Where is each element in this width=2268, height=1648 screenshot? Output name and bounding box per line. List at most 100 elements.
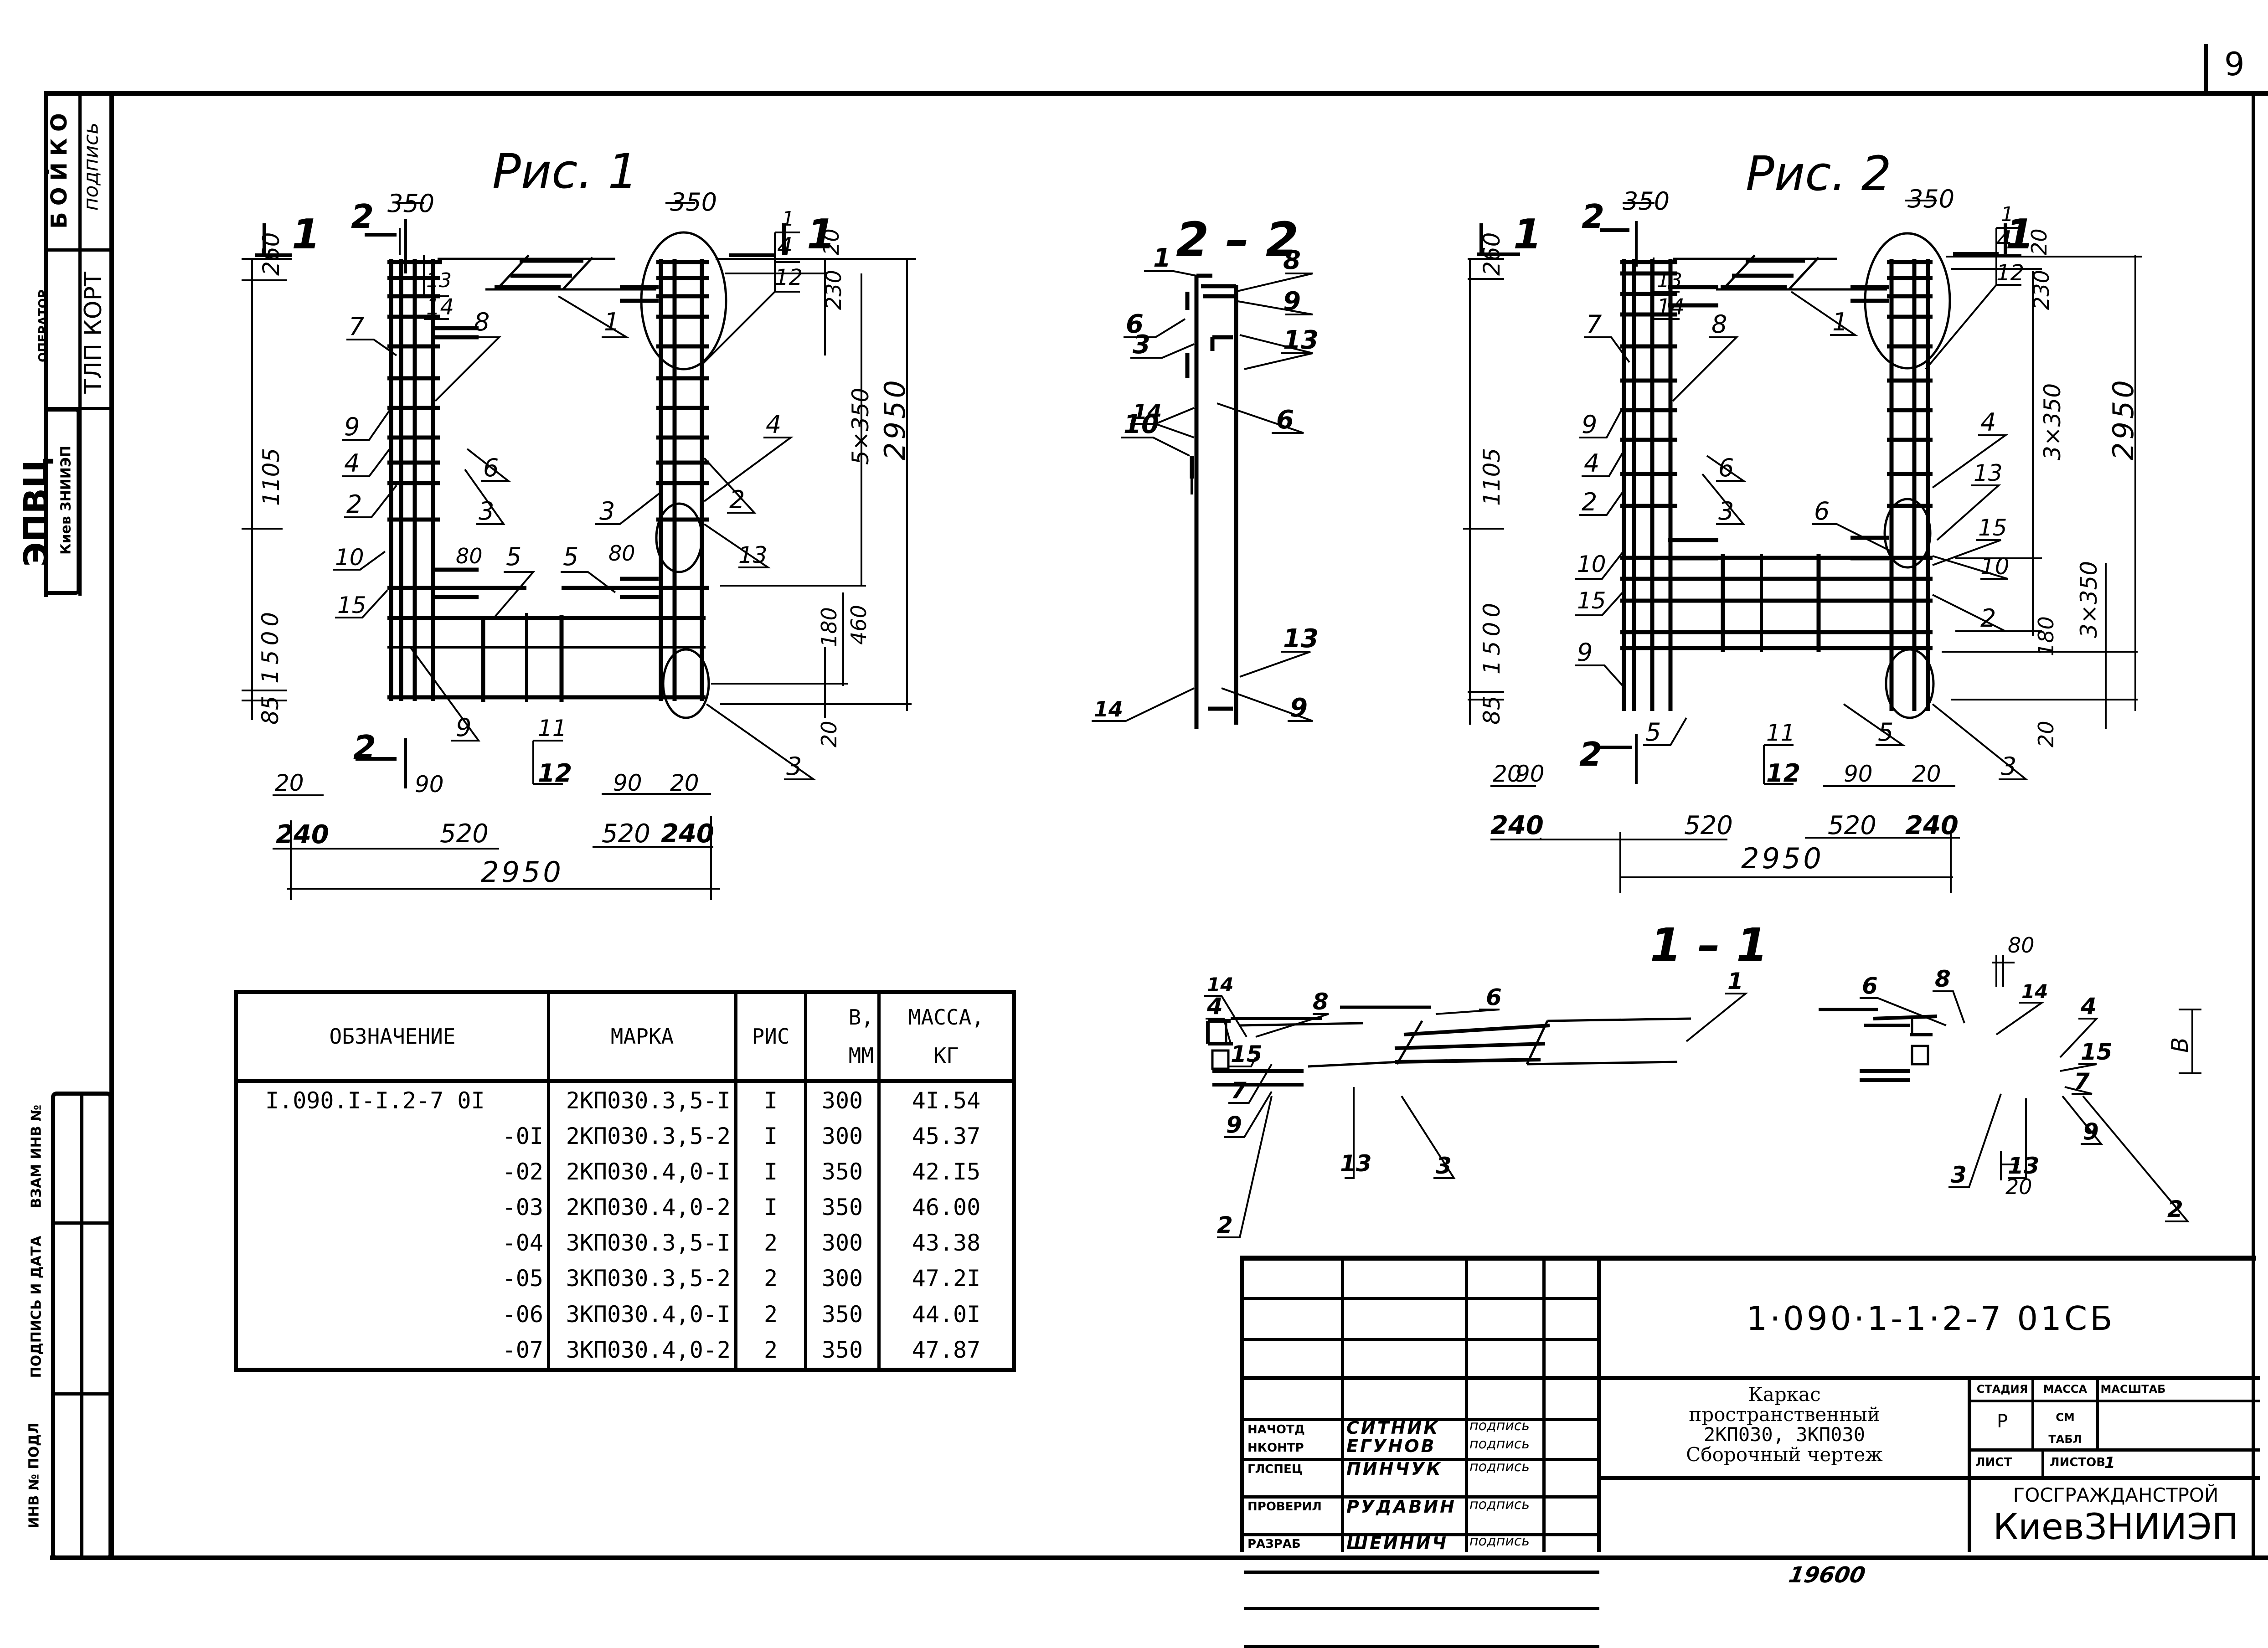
cell-mark: 2КП030.4,0-2: [547, 1190, 736, 1226]
mass-label: МАССА: [2043, 1383, 2088, 1396]
leader-line: [1763, 744, 1794, 785]
leader-line: [344, 484, 397, 518]
callout: 2: [1582, 488, 1597, 516]
dim-label: 3×350: [2076, 561, 2102, 638]
section-2-2-title: 2 – 2: [1176, 212, 1299, 268]
dim-label: 180: [817, 607, 841, 647]
leader-line: [1925, 227, 2021, 370]
callout: 15: [2081, 1039, 2113, 1065]
dim-label: 350: [1623, 187, 1670, 216]
callout: 8: [1283, 246, 1301, 275]
dim-label: 350: [670, 188, 717, 216]
leader-line: [1228, 1057, 1257, 1067]
callout: 5: [506, 542, 521, 571]
callout: 15: [337, 592, 366, 618]
sheets-label: ЛИСТОВ: [2050, 1456, 2106, 1469]
spec-table: ОБЗНАЧЕНИЕ МАРКА РИС B, ММ МАССА, КГ I.0…: [234, 990, 1016, 1372]
callout: 1: [1153, 243, 1171, 273]
cell-b: 350: [804, 1332, 879, 1368]
figure-2-drawing: 350 350 2 1 1 2 260 1105 1500 85 20 230 …: [1463, 185, 2142, 893]
detail-circle: [1885, 648, 1935, 719]
rebar-plate: [1911, 1045, 1929, 1066]
callout: 9: [1290, 693, 1308, 723]
cell-mass: 44.0I: [877, 1296, 1012, 1332]
leader-line: [1121, 437, 1190, 457]
cell-fig: 2: [734, 1296, 806, 1332]
leader-line: [1144, 270, 1197, 277]
section-mark: 1: [1513, 211, 1542, 258]
figure-2-rebar: [1620, 254, 1933, 711]
leader-line: [1686, 993, 1748, 1042]
page-number-divider: [2204, 44, 2208, 92]
dim-label: 20: [670, 770, 699, 796]
rebar-line: [1308, 1061, 1400, 1068]
detail-circle: [662, 648, 710, 719]
leader-line: [1860, 997, 1947, 1026]
callout: 9: [344, 412, 360, 441]
leader-line: [706, 703, 817, 780]
cell-mass: 46.00: [877, 1190, 1012, 1226]
scale-value: [2099, 1402, 2167, 1448]
signature-name: СИТНИК: [1346, 1418, 1440, 1438]
rebar-line: [1403, 1024, 1550, 1036]
cell-designation: -07: [502, 1336, 543, 1363]
cell-designation: -04: [502, 1230, 543, 1257]
leader-line: [1235, 273, 1313, 293]
callout: 10: [335, 544, 364, 571]
figure-2-dimension-lines: [1463, 200, 2142, 893]
dim-label: 90: [613, 770, 642, 796]
figure-2-section-cuts: [1477, 221, 2007, 784]
signature-mark: подпись: [1469, 1459, 1530, 1475]
dim-label: 230: [821, 270, 846, 310]
callout: 2: [346, 490, 362, 519]
dim-label: 230: [2029, 270, 2054, 310]
dim-label: 1500: [257, 608, 284, 684]
leader-line: [1936, 484, 2001, 541]
leader-line: [1948, 1093, 2002, 1188]
dim-label: 520: [1684, 811, 1733, 840]
callout: 3: [479, 497, 494, 525]
dim-label: 85: [1479, 695, 1505, 725]
leader-line: [466, 448, 511, 482]
signature-mark: подпись: [1469, 1418, 1530, 1434]
drawing-title-line: Каркас: [1748, 1383, 1821, 1406]
callout: 10: [1124, 410, 1159, 439]
dim-label: 80: [456, 544, 483, 568]
figure-1-title: Рис. 1: [492, 144, 638, 199]
leader-line: [557, 295, 630, 338]
dim-label: 90: [415, 771, 444, 798]
dim-label: 2950: [1741, 842, 1824, 875]
dim-label: 180: [2034, 616, 2058, 656]
callout: 2: [1217, 1212, 1233, 1238]
callout: 6: [1126, 309, 1144, 339]
leader-line: [703, 437, 794, 502]
cell-b: 300: [804, 1261, 879, 1297]
spec-table-header: ОБЗНАЧЕНИЕ МАРКА РИС B, ММ МАССА, КГ: [238, 994, 1012, 1083]
dim-label: 260: [1479, 232, 1505, 276]
stage-label: СТАДИЯ: [1976, 1383, 2028, 1396]
leader-line: [1932, 555, 2008, 580]
callout: 4: [766, 410, 781, 439]
section-2-2-rebar: [1185, 273, 1238, 729]
callout: 6: [1486, 984, 1502, 1010]
figure-2-title: Рис. 2: [1746, 146, 1892, 201]
rebar-line: [1396, 1020, 1423, 1065]
cell-fig: 2: [734, 1261, 806, 1297]
section-2-2-leaders: [1092, 270, 1313, 722]
leader-line: [1579, 407, 1624, 438]
signature-mark: подпись: [1469, 1497, 1530, 1513]
table-row: -02 2КП030.4,0-I I 350 42.I5: [238, 1154, 1012, 1190]
figure-1-dimension-lines: [242, 202, 916, 900]
leader-line: [1643, 717, 1687, 746]
leader-line: [1216, 402, 1304, 434]
dim-label: 20: [275, 770, 304, 796]
leader-line: [1239, 651, 1311, 678]
organization-name: КиевЗНИИЭП: [1993, 1507, 2239, 1548]
callout: 13: [1283, 325, 1319, 355]
section-mark: 2: [353, 728, 376, 767]
cell-mark: 3КП030.4,0-2: [547, 1332, 736, 1368]
frame-bottom: [50, 1555, 2268, 1560]
table-row: I.090.I-I.2-7 0I 2КП030.3,5-I I 300 4I.5…: [238, 1081, 1012, 1118]
callout: 9: [1582, 410, 1597, 439]
cell-fig: 2: [734, 1225, 806, 1261]
